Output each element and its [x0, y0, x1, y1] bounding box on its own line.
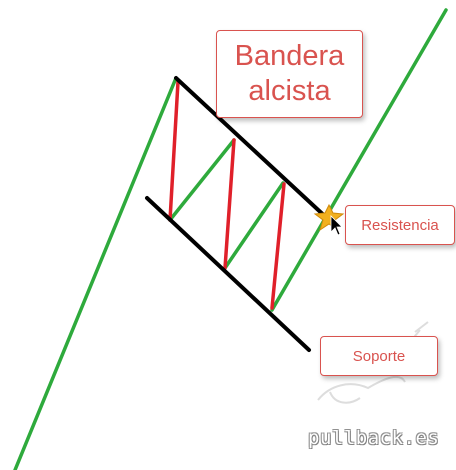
cursor-icon	[330, 215, 343, 236]
flag-swing-up-1	[168, 138, 236, 222]
title-callout: Bandera alcista	[216, 30, 363, 118]
flag-swing-down-1	[168, 80, 180, 222]
flag-swing-down-3	[270, 182, 286, 310]
title-line-2: alcista	[248, 75, 331, 107]
resistance-line	[174, 76, 331, 222]
resistance-callout: Resistencia	[345, 205, 455, 245]
support-line	[145, 196, 311, 352]
flag-swing-up-2	[223, 181, 285, 270]
flagpole-trend-line	[13, 76, 178, 470]
watermark-text: pullback.es	[308, 427, 440, 449]
title-line-1: Bandera	[234, 39, 345, 72]
support-callout: Soporte	[320, 336, 438, 376]
flag-swing-down-2	[223, 138, 236, 270]
support-label: Soporte	[352, 347, 406, 365]
breakout-trend-line	[270, 8, 448, 312]
resistance-label: Resistencia	[361, 216, 439, 234]
